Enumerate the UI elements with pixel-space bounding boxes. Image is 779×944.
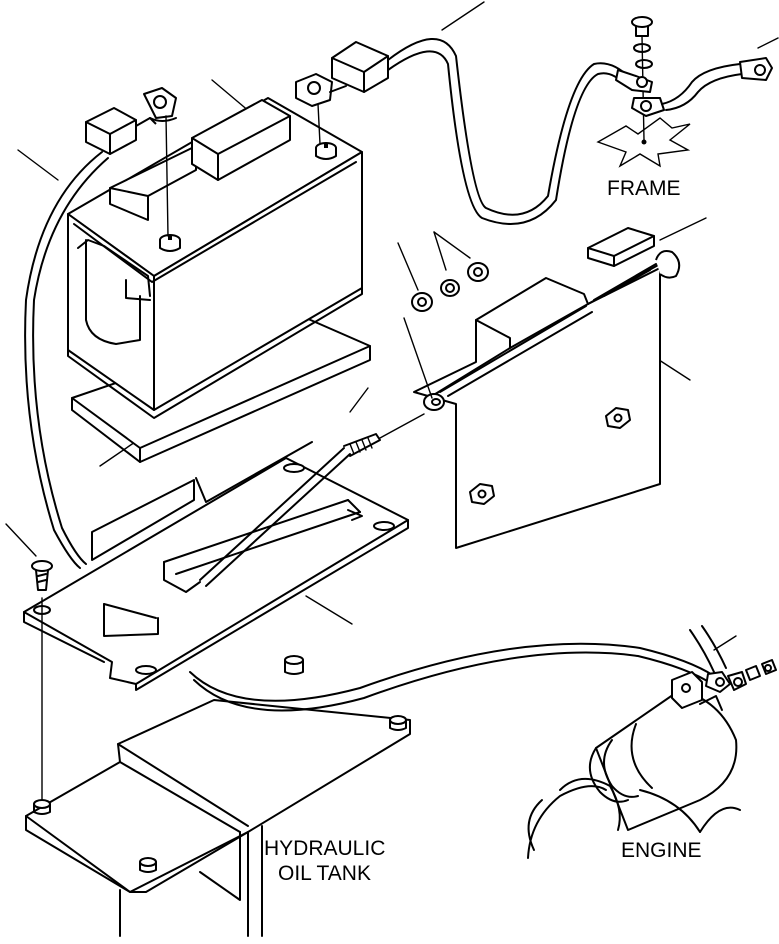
battery: [67, 97, 363, 419]
j-bolt-stud: [199, 413, 425, 587]
engine-label: ENGINE: [621, 839, 702, 862]
battery-hold-down-bracket: [403, 227, 681, 549]
frame-label: FRAME: [607, 177, 681, 200]
frame-ground-connection: FRAME: [596, 16, 773, 200]
leader-lines: [5, 1, 779, 651]
positive-battery-cable: [295, 38, 631, 225]
negative-battery-cable: [24, 87, 177, 569]
engine-ground-cable: [189, 625, 777, 712]
hydraulic-oil-tank-label-line2: OIL TANK: [278, 862, 371, 885]
hydraulic-oil-tank-label-line1: HYDRAULIC: [264, 837, 385, 860]
hydraulic-oil-tank: HYDRAULIC OIL TANK: [25, 655, 411, 937]
engine-starter: ENGINE: [527, 671, 741, 862]
mounting-screw: [31, 560, 53, 801]
